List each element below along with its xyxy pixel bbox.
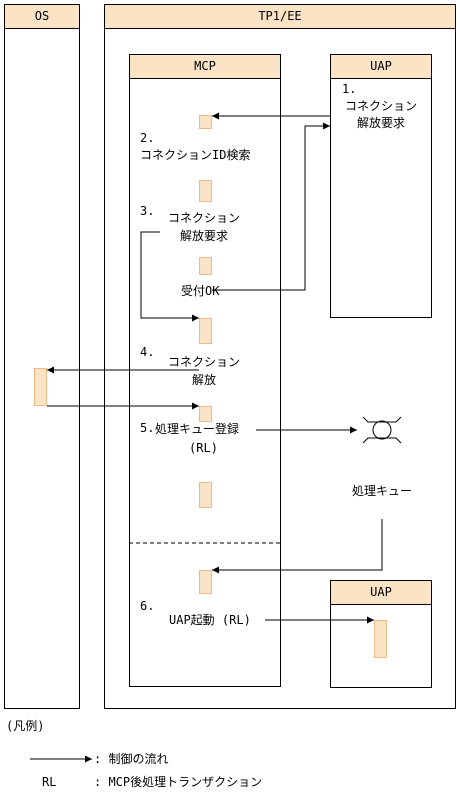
step4-line2: 解放 <box>191 373 216 387</box>
activation-bar <box>199 257 212 275</box>
tp1ee-label: TP1/EE <box>258 9 302 23</box>
os-label: OS <box>34 9 50 23</box>
activation-bar <box>199 318 212 344</box>
activation-bar <box>199 482 212 508</box>
arrow-queue-to-mcp <box>212 519 383 574</box>
queue-label: 処理キュー <box>351 484 412 498</box>
step6-line1: UAP起動 (RL) <box>169 613 251 627</box>
queue-icon <box>362 416 402 444</box>
step3-number: 3. <box>140 204 155 218</box>
step1-line1: コネクション <box>344 99 417 113</box>
uap-top-box: UAP <box>330 54 432 318</box>
mcp-label: MCP <box>194 59 216 73</box>
step2-number: 2. <box>140 131 155 145</box>
activation-bar <box>199 406 212 422</box>
arrow-mcp-to-uap <box>212 122 330 291</box>
mcp-header: MCP <box>130 55 280 79</box>
activation-bar <box>199 180 212 202</box>
step3-accept-ok: 受付OK <box>181 284 220 298</box>
uap-top-header: UAP <box>331 55 431 79</box>
uap-bottom-label: UAP <box>370 585 392 599</box>
legend-arrow-desc: : 制御の流れ <box>94 752 169 766</box>
step1-number: 1. <box>342 82 357 96</box>
os-lane: OS <box>4 4 80 709</box>
step5-line2: (RL) <box>189 441 218 455</box>
tp1ee-header: TP1/EE <box>105 5 455 29</box>
step3-line1: コネクション <box>167 211 240 225</box>
legend-title: (凡例) <box>6 719 45 733</box>
arrow-internal-request <box>140 231 199 322</box>
uap-top-label: UAP <box>370 59 392 73</box>
activation-bar <box>199 115 212 129</box>
activation-bar <box>34 368 47 406</box>
step3-line2: 解放要求 <box>179 229 228 243</box>
step2-line1: コネクションID検索 <box>140 148 251 162</box>
step6-number: 6. <box>140 599 155 613</box>
step5-line1: 処理キュー登録 <box>155 422 240 436</box>
activation-bar <box>374 620 387 658</box>
uap-bottom-header: UAP <box>331 581 431 605</box>
activation-bar <box>199 570 212 594</box>
step1-line2: 解放要求 <box>356 116 405 130</box>
os-header: OS <box>5 5 79 29</box>
legend-rl-desc: : MCP後処理トランザクション <box>94 775 263 789</box>
legend-rl-abbr: RL <box>42 775 57 789</box>
step4-line1: コネクション <box>167 355 240 369</box>
step4-number: 4. <box>140 345 155 359</box>
step5-number: 5. <box>140 421 155 435</box>
